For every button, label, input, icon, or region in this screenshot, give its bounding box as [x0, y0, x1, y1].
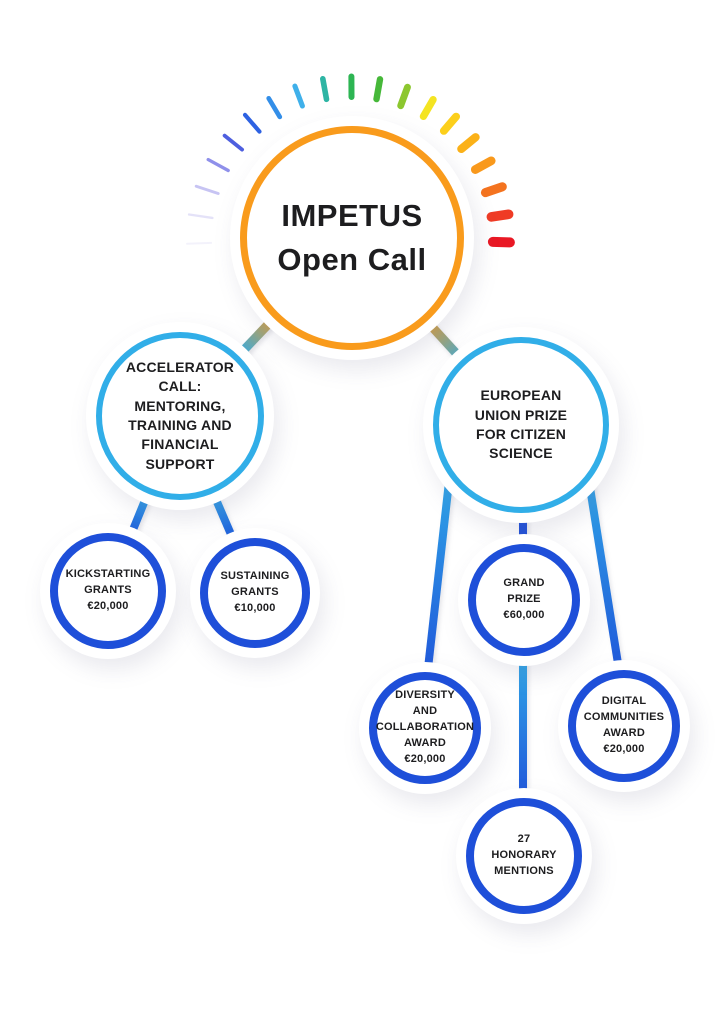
node-label-line: SCIENCE	[489, 445, 553, 462]
node-label-line: GRANTS	[231, 586, 279, 599]
node-accelerator-call-label: ACCELERATOR CALL: MENTORING, TRAINING AN…	[126, 358, 234, 474]
node-eu-prize-citizen-science: EUROPEAN UNION PRIZE FOR CITIZEN SCIENCE	[433, 337, 609, 513]
node-label-line: €10,000	[234, 601, 276, 614]
node-digital-communities-award: DIGITAL COMMUNITIES AWARD €20,000	[568, 670, 680, 782]
gauge-tick	[419, 96, 437, 121]
node-label-line: AND	[412, 705, 438, 718]
node-impetus-open-call: IMPETUS Open Call	[240, 126, 464, 350]
gauge-tick	[242, 112, 262, 134]
gauge-tick	[439, 112, 461, 135]
node-grand-prize-label: GRAND PRIZE €60,000	[503, 576, 544, 624]
gauge-tick	[222, 133, 245, 152]
node-label-line: GRANTS	[84, 584, 132, 597]
node-kickstarting-grants: KICKSTARTING GRANTS €20,000	[50, 533, 166, 649]
node-label-line: DIGITAL	[601, 695, 647, 708]
node-label-line: KICKSTARTING	[65, 568, 151, 581]
gauge-tick	[487, 236, 515, 248]
connector-accelerator-sustaining	[207, 486, 240, 548]
node-label-line: €60,000	[503, 608, 545, 621]
node-eu-prize-label: EUROPEAN UNION PRIZE FOR CITIZEN SCIENCE	[475, 386, 567, 463]
node-label-line: FOR CITIZEN	[475, 426, 567, 442]
node-label-line: GRAND	[503, 577, 545, 590]
connector-eu-diversity	[421, 454, 456, 696]
node-label-line: CALL:	[158, 378, 202, 395]
node-label-line: SUSTAINING	[220, 570, 290, 583]
connector-root-eu-prize	[419, 313, 470, 368]
gauge-tick	[397, 83, 411, 110]
node-sustaining-grants: SUSTAINING GRANTS €10,000	[200, 538, 310, 648]
gauge-tick	[470, 156, 496, 174]
gauge-tick	[480, 182, 507, 198]
node-label-line: Open Call	[277, 242, 427, 277]
node-label-line: UNION PRIZE	[474, 406, 568, 423]
node-grand-prize: GRAND PRIZE €60,000	[468, 544, 580, 656]
gauge-tick	[266, 95, 283, 120]
connector-eu-digital	[580, 449, 627, 696]
node-label-line: AWARD	[404, 736, 446, 749]
gauge-tick	[319, 76, 330, 103]
node-diversity-collaboration-award: DIVERSITY AND COLLABORATION AWARD €20,00…	[369, 672, 481, 784]
node-label-line: AWARD	[603, 727, 645, 739]
node-diversity-award-label: DIVERSITY AND COLLABORATION AWARD €20,00…	[376, 688, 474, 768]
node-label-line: PRIZE	[507, 593, 541, 606]
gauge-tick	[194, 184, 220, 195]
node-label-line: HONORARY	[491, 849, 557, 862]
gauge-tick	[373, 76, 384, 103]
node-sustaining-grants-label: SUSTAINING GRANTS €10,000	[220, 569, 289, 617]
node-label-line: €20,000	[404, 752, 446, 765]
gauge-tick	[292, 83, 305, 109]
node-label-line: IMPETUS	[281, 197, 423, 233]
gauge-tick	[206, 157, 230, 173]
node-impetus-open-call-label: IMPETUS Open Call	[277, 194, 426, 282]
gauge-tick	[187, 213, 214, 220]
node-label-line: MENTORING,	[134, 397, 226, 414]
node-label-line: MENTIONS	[494, 864, 554, 877]
node-honorary-mentions-label: 27 HONORARY MENTIONS	[491, 832, 556, 880]
node-label-line: ACCELERATOR	[125, 359, 235, 376]
node-accelerator-call: ACCELERATOR CALL: MENTORING, TRAINING AN…	[96, 332, 264, 500]
connector-accelerator-kickstarting	[124, 486, 154, 544]
connector-root-accelerator	[236, 310, 282, 358]
node-label-line: €20,000	[603, 742, 645, 755]
gauge-tick	[186, 241, 213, 245]
node-label-line: DIVERSITY	[395, 689, 455, 702]
node-digital-award-label: DIGITAL COMMUNITIES AWARD €20,000	[584, 694, 664, 758]
gauge-arc-ticks	[186, 73, 515, 248]
node-label-line: €20,000	[87, 599, 129, 612]
node-label-line: COLLABORATION	[375, 721, 475, 734]
node-label-line: SUPPORT	[145, 455, 215, 472]
gauge-tick	[486, 209, 514, 222]
node-honorary-mentions: 27 HONORARY MENTIONS	[466, 798, 582, 914]
gauge-tick	[457, 133, 480, 153]
node-label-line: 27	[517, 833, 531, 846]
node-label-line: COMMUNITIES	[583, 711, 665, 724]
node-kickstarting-grants-label: KICKSTARTING GRANTS €20,000	[66, 567, 151, 615]
node-label-line: FINANCIAL	[141, 436, 219, 453]
node-label-line: TRAINING AND	[128, 417, 232, 433]
node-label-line: EUROPEAN	[480, 387, 562, 404]
